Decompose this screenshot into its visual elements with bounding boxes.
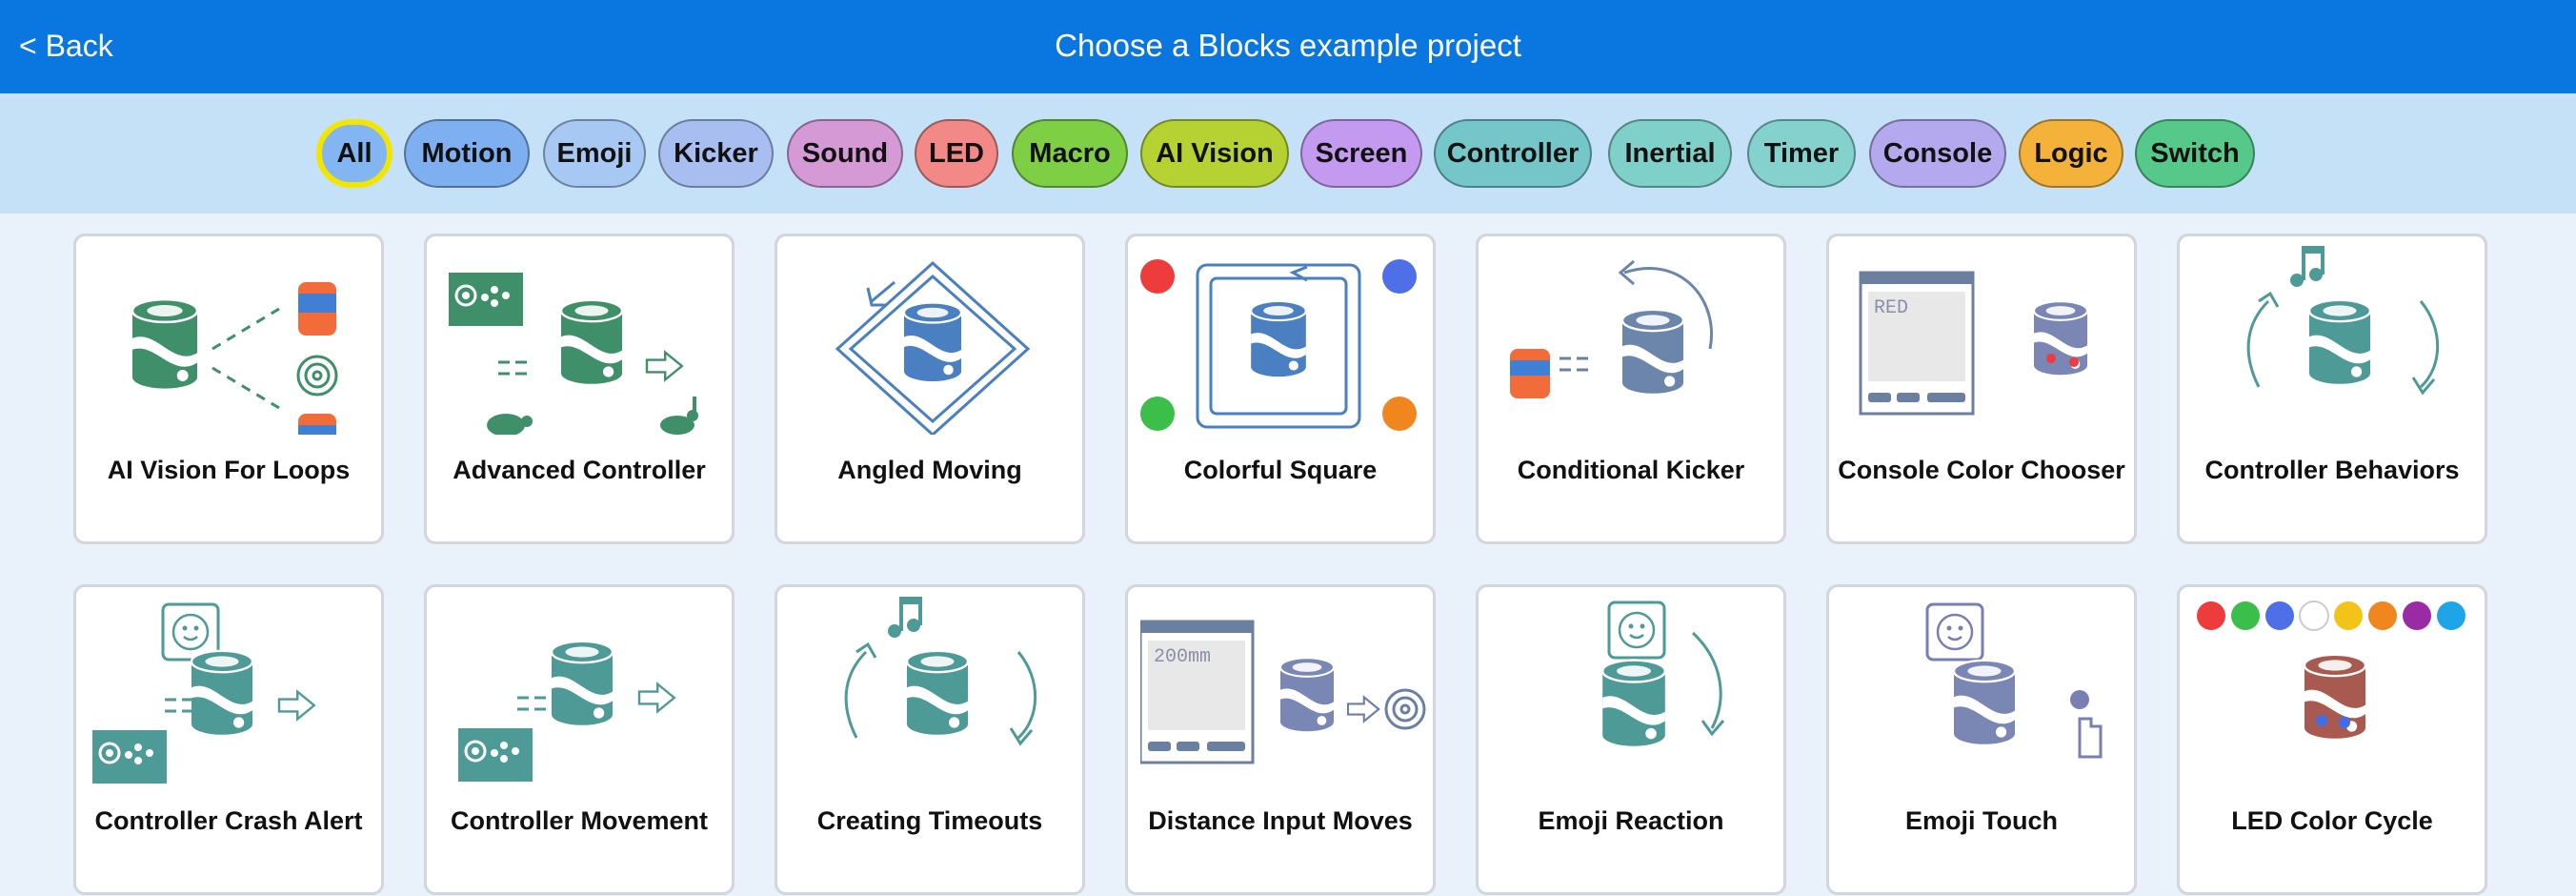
project-card[interactable]: RED Console Color Chooser bbox=[1826, 234, 2137, 544]
project-card-label: Colorful Square bbox=[1183, 456, 1378, 484]
project-card-label: LED Color Cycle bbox=[2231, 806, 2433, 835]
kicker-robot-icon bbox=[1491, 244, 1777, 435]
filter-chip-kicker[interactable]: Kicker bbox=[658, 119, 774, 188]
filter-chip-inertial[interactable]: Inertial bbox=[1608, 119, 1732, 188]
project-card[interactable]: 200mm Distance Input Moves bbox=[1125, 584, 1436, 895]
filter-chip-console[interactable]: Console bbox=[1869, 119, 2006, 188]
svg-text:RED: RED bbox=[1874, 297, 1908, 319]
project-card-label: Console Color Chooser bbox=[1838, 456, 2125, 484]
filter-chip-ai-vision[interactable]: AI Vision bbox=[1140, 119, 1289, 188]
crash-alert-icon bbox=[89, 595, 374, 785]
page-title: Choose a Blocks example project bbox=[1055, 28, 1521, 63]
project-card-label: Distance Input Moves bbox=[1148, 806, 1413, 835]
project-card-label: Emoji Reaction bbox=[1538, 806, 1724, 835]
project-card-label: Controller Crash Alert bbox=[94, 806, 363, 835]
project-card[interactable]: Controller Movement bbox=[424, 584, 735, 895]
filter-chip-emoji[interactable]: Emoji bbox=[543, 119, 646, 188]
controller-robot-icon bbox=[439, 244, 725, 437]
distance-console-icon: 200mm bbox=[1138, 595, 1426, 785]
controller-movement-icon bbox=[439, 595, 725, 785]
project-card[interactable]: Emoji Touch bbox=[1826, 584, 2137, 895]
project-card-label: Conditional Kicker bbox=[1517, 456, 1745, 484]
svg-text:200mm: 200mm bbox=[1154, 646, 1211, 668]
project-grid: AI Vision For Loops Advanced Controller … bbox=[0, 214, 2576, 896]
filter-chip-macro[interactable]: Macro bbox=[1012, 119, 1128, 188]
project-card[interactable]: Creating Timeouts bbox=[775, 584, 1085, 895]
project-card[interactable]: Emoji Reaction bbox=[1476, 584, 1786, 895]
project-card-label: Angled Moving bbox=[837, 456, 1022, 484]
project-card[interactable]: Advanced Controller bbox=[424, 234, 735, 544]
back-button[interactable]: < Back bbox=[19, 29, 113, 63]
filter-chip-screen[interactable]: Screen bbox=[1300, 119, 1422, 188]
emoji-reaction-icon bbox=[1491, 595, 1777, 785]
project-card-label: Controller Movement bbox=[450, 806, 709, 835]
angled-moving-icon bbox=[790, 244, 1076, 438]
ai-vision-robot-icon bbox=[89, 244, 374, 467]
led-color-cycle-icon bbox=[2192, 595, 2478, 785]
robot-sound-turn-icon bbox=[2192, 244, 2478, 435]
project-card[interactable]: Controller Behaviors bbox=[2177, 234, 2487, 544]
project-card[interactable]: LED Color Cycle bbox=[2177, 584, 2487, 895]
project-card-label: Emoji Touch bbox=[1905, 806, 2058, 835]
filter-chip-sound[interactable]: Sound bbox=[787, 119, 903, 188]
filter-chip-all[interactable]: All bbox=[316, 119, 392, 188]
project-card[interactable]: Colorful Square bbox=[1125, 234, 1436, 544]
project-card[interactable]: AI Vision For Loops bbox=[73, 234, 384, 544]
project-card-label: AI Vision For Loops bbox=[107, 456, 351, 484]
colorful-square-icon bbox=[1140, 244, 1426, 435]
project-card-label: Controller Behaviors bbox=[2204, 456, 2460, 484]
filter-chip-switch[interactable]: Switch bbox=[2135, 119, 2255, 188]
project-card[interactable]: Controller Crash Alert bbox=[73, 584, 384, 895]
project-card[interactable]: Angled Moving bbox=[775, 234, 1085, 544]
robot-sound-turn-icon bbox=[790, 595, 1076, 785]
filter-chip-timer[interactable]: Timer bbox=[1747, 119, 1856, 188]
project-card-label: Creating Timeouts bbox=[816, 806, 1043, 835]
filter-chip-motion[interactable]: Motion bbox=[404, 119, 530, 188]
project-card-label: Advanced Controller bbox=[453, 456, 706, 484]
filter-chip-led[interactable]: LED bbox=[915, 119, 998, 188]
filter-chip-controller[interactable]: Controller bbox=[1434, 119, 1592, 188]
emoji-touch-icon bbox=[1841, 595, 2127, 785]
header-bar: < Back Choose a Blocks example project bbox=[0, 0, 2576, 93]
filter-chip-logic[interactable]: Logic bbox=[2019, 119, 2123, 188]
project-card[interactable]: Conditional Kicker bbox=[1476, 234, 1786, 544]
console-robot-icon: RED bbox=[1841, 244, 2127, 435]
